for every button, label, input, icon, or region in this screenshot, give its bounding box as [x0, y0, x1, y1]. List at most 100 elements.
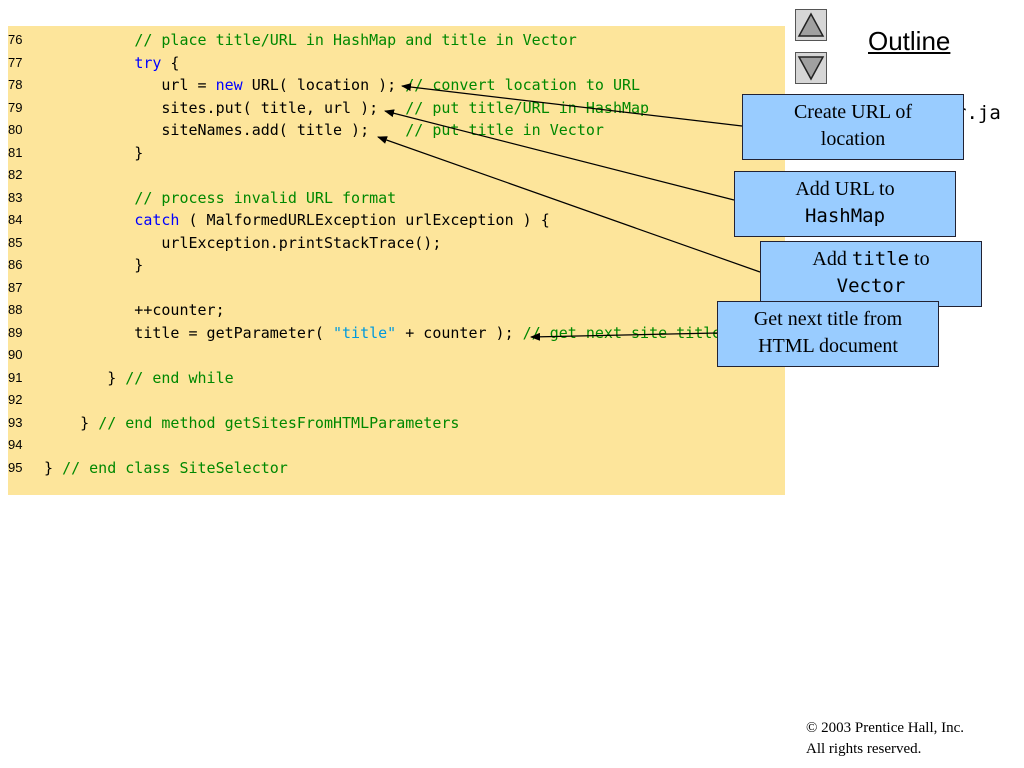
code-token: }	[44, 413, 99, 432]
callout-add-title-line2: Vector	[836, 275, 906, 297]
code-text: } // end method getSitesFromHTMLParamete…	[44, 412, 459, 434]
code-text: }	[44, 142, 143, 164]
code-token: }	[44, 458, 63, 477]
callout-create-url-line2: location	[820, 128, 886, 150]
code-text: sites.put( title, url ); // put title/UR…	[44, 97, 649, 119]
code-keyword: catch	[134, 211, 180, 229]
code-comment: // end method getSitesFromHTMLParameters	[98, 413, 460, 432]
line-number: 88	[8, 302, 23, 317]
code-text: }	[44, 254, 143, 276]
code-line: 83 // process invalid URL format	[8, 187, 785, 209]
code-line: 84 catch ( MalformedURLException urlExce…	[8, 209, 785, 231]
code-line: 90	[8, 344, 785, 366]
line-number: 84	[8, 212, 23, 227]
code-token: url =	[44, 76, 216, 94]
callout-next-title-line1: Get next title from	[753, 308, 903, 330]
code-keyword: new	[215, 76, 243, 94]
code-token: }	[44, 256, 144, 274]
callout-add-title-code: title	[851, 248, 910, 270]
arrow-next-title	[530, 332, 718, 341]
code-token: }	[44, 143, 144, 162]
callout-next-title-line2: HTML document	[758, 335, 898, 357]
line-number: 76	[8, 32, 23, 47]
code-comment: // convert location to URL	[405, 76, 641, 94]
code-text: title = getParameter( "title" + counter …	[44, 322, 721, 344]
line-number: 78	[8, 77, 23, 92]
line-number: 93	[8, 414, 23, 430]
line-number: 86	[8, 257, 23, 272]
outline-title[interactable]: Outline	[868, 26, 951, 56]
code-text: try {	[44, 52, 179, 74]
code-text: ++counter;	[44, 299, 225, 321]
code-token: title = getParameter(	[44, 323, 333, 342]
line-number: 77	[8, 54, 23, 70]
callout-add-url: Add URL to HashMap	[734, 171, 956, 237]
triangle-down-icon	[797, 56, 825, 81]
line-number: 94	[8, 437, 23, 452]
code-line: 77 try {	[8, 52, 785, 74]
file-name-fragment: r.ja	[955, 102, 1001, 124]
code-comment: // process invalid URL format	[134, 188, 397, 207]
code-line: 76 // place title/URL in HashMap and tit…	[8, 29, 785, 51]
arrow-add-title	[377, 136, 761, 273]
code-line: 81 }	[8, 142, 785, 164]
code-text: } // end while	[44, 367, 234, 389]
code-text: siteNames.add( title ); // put title in …	[44, 119, 604, 141]
callout-create-url-line1: Create URL of	[793, 101, 913, 123]
line-number: 89	[8, 324, 23, 340]
callout-add-title-post: to	[909, 248, 930, 270]
code-keyword: try	[134, 53, 162, 72]
callout-add-url-line1: Add URL to	[795, 178, 895, 200]
code-comment: // end class SiteSelector	[62, 458, 288, 477]
code-token: urlException.printStackTrace();	[44, 233, 442, 252]
line-number: 91	[8, 369, 23, 385]
line-number: 90	[8, 347, 23, 362]
next-slide-button[interactable]	[795, 52, 827, 84]
arrow-create-url	[401, 83, 743, 127]
line-number: 80	[8, 122, 23, 137]
code-comment: // put title/URL in HashMap	[405, 98, 650, 117]
code-comment: // put title in Vector	[405, 121, 604, 139]
callout-add-url-line2: HashMap	[804, 205, 886, 227]
copyright-line1: © 2003 Prentice Hall, Inc.	[806, 720, 965, 736]
code-line: 87	[8, 277, 785, 299]
code-line: 80 siteNames.add( title ); // put title …	[8, 119, 785, 141]
code-text: url = new URL( location ); // convert lo…	[44, 74, 640, 96]
line-number: 95	[8, 459, 23, 475]
code-token: sites.put( title, url );	[44, 98, 406, 117]
callout-add-title-pre: Add	[812, 248, 852, 270]
callout-next-title: Get next title from HTML document	[717, 301, 939, 367]
code-line: 91 } // end while	[8, 367, 785, 389]
code-line: 78 url = new URL( location ); // convert…	[8, 74, 785, 96]
code-text: } // end class SiteSelector	[44, 457, 288, 479]
code-panel: 76 // place title/URL in HashMap and tit…	[8, 26, 785, 495]
code-line: 89 title = getParameter( "title" + count…	[8, 322, 785, 344]
line-number: 92	[8, 392, 23, 407]
arrow-add-url	[384, 109, 735, 201]
code-string: "title"	[332, 323, 397, 342]
line-number: 83	[8, 189, 23, 205]
copyright-notice: © 2003 Prentice Hall, Inc. All rights re…	[806, 718, 964, 760]
line-number: 82	[8, 167, 23, 182]
previous-slide-button[interactable]	[795, 9, 827, 41]
code-token: siteNames.add( title );	[44, 121, 406, 139]
code-line: 82	[8, 164, 785, 186]
code-line: 94	[8, 434, 785, 456]
code-line: 85 urlException.printStackTrace();	[8, 232, 785, 254]
code-token: {	[161, 53, 180, 72]
code-comment: // place title/URL in HashMap and title …	[134, 31, 577, 49]
code-comment: // get next site title	[522, 323, 722, 342]
copyright-line2: All rights reserved.	[806, 741, 922, 757]
code-token: ++counter;	[44, 301, 225, 319]
callout-add-title: Add title to Vector	[760, 241, 982, 307]
triangle-up-icon	[797, 12, 825, 37]
code-line: 95} // end class SiteSelector	[8, 457, 785, 479]
code-line: 88 ++counter;	[8, 299, 785, 321]
code-text: // process invalid URL format	[44, 187, 396, 209]
code-token: ( MalformedURLException urlException ) {	[179, 211, 550, 229]
line-number: 79	[8, 99, 23, 115]
code-comment: // end while	[125, 368, 234, 387]
code-line: 79 sites.put( title, url ); // put title…	[8, 97, 785, 119]
line-number: 85	[8, 234, 23, 250]
